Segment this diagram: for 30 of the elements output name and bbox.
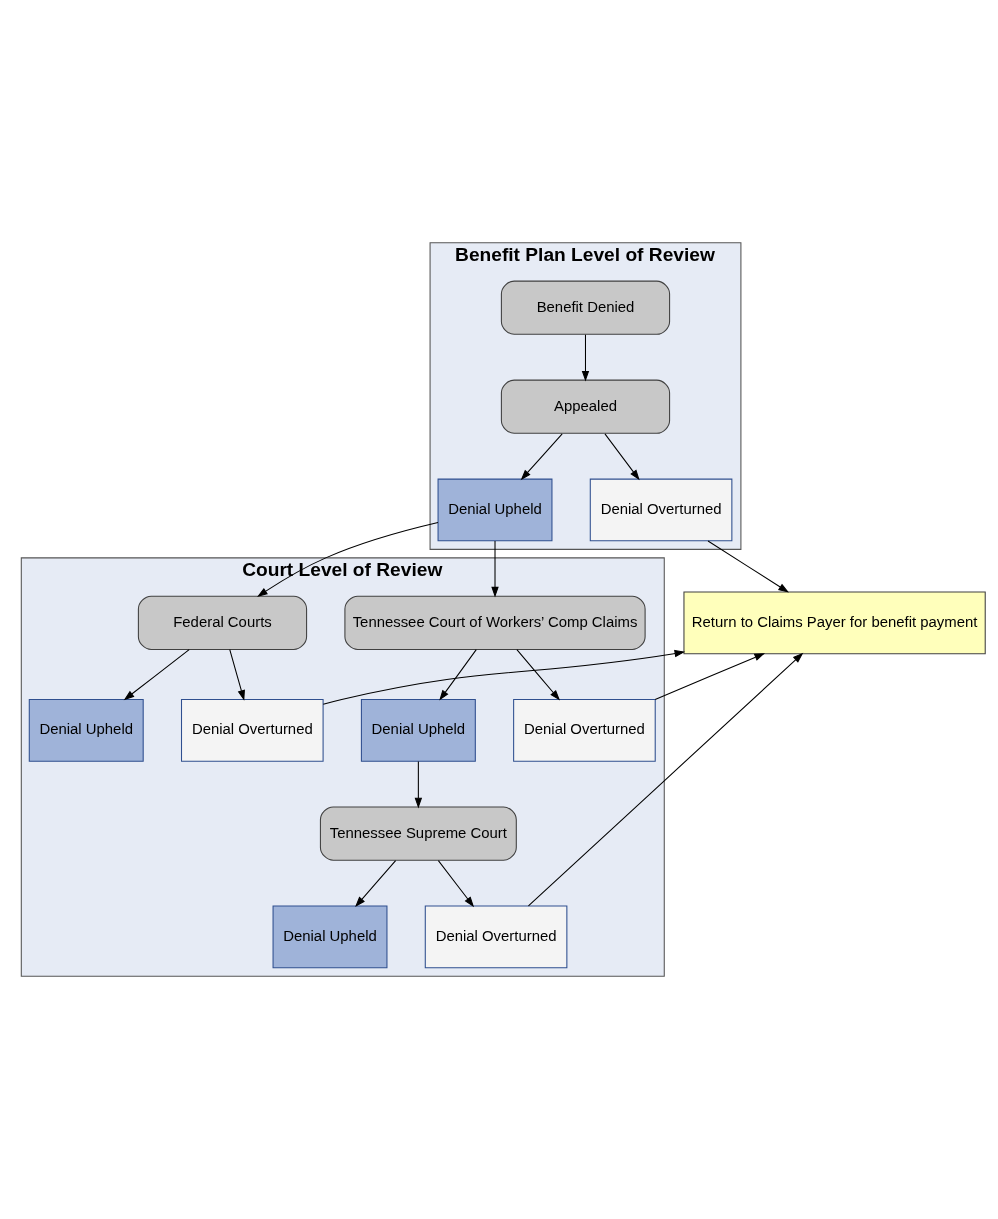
arrow bbox=[322, 649, 686, 705]
arrow bbox=[123, 649, 190, 701]
node-box: Benefit Denied bbox=[500, 280, 671, 335]
node-box: Denial Upheld bbox=[272, 905, 388, 969]
node-box: Denial Overturned bbox=[181, 698, 324, 762]
node-box: Federal Courts bbox=[137, 595, 308, 650]
arrow bbox=[581, 334, 590, 382]
node-box: Tennessee Court of Workers’ Comp Claims bbox=[344, 595, 646, 650]
arrow bbox=[516, 649, 560, 701]
node-box: Appealed bbox=[500, 379, 671, 434]
arrow bbox=[527, 652, 804, 907]
arrow bbox=[257, 522, 439, 597]
arrow bbox=[229, 649, 245, 701]
arrow bbox=[491, 540, 499, 598]
node-box: Denial Upheld bbox=[360, 698, 476, 762]
arrow bbox=[439, 649, 477, 701]
arrow bbox=[355, 860, 397, 908]
arrow bbox=[654, 653, 766, 700]
node-box: Denial Overturned bbox=[424, 905, 568, 969]
node-box: Tennessee Supreme Court bbox=[319, 806, 517, 861]
arrow bbox=[604, 433, 640, 481]
node-box: Denial Overturned bbox=[589, 478, 733, 542]
arrow bbox=[520, 433, 563, 481]
arrow bbox=[414, 760, 423, 809]
arrow bbox=[707, 540, 789, 593]
node-box: Denial Overturned bbox=[513, 698, 656, 762]
node-box: Return to Claims Payer for benefit payment bbox=[683, 591, 986, 655]
node-box: Denial Upheld bbox=[28, 698, 144, 762]
node-box: Denial Upheld bbox=[437, 478, 553, 542]
arrow bbox=[437, 860, 475, 908]
